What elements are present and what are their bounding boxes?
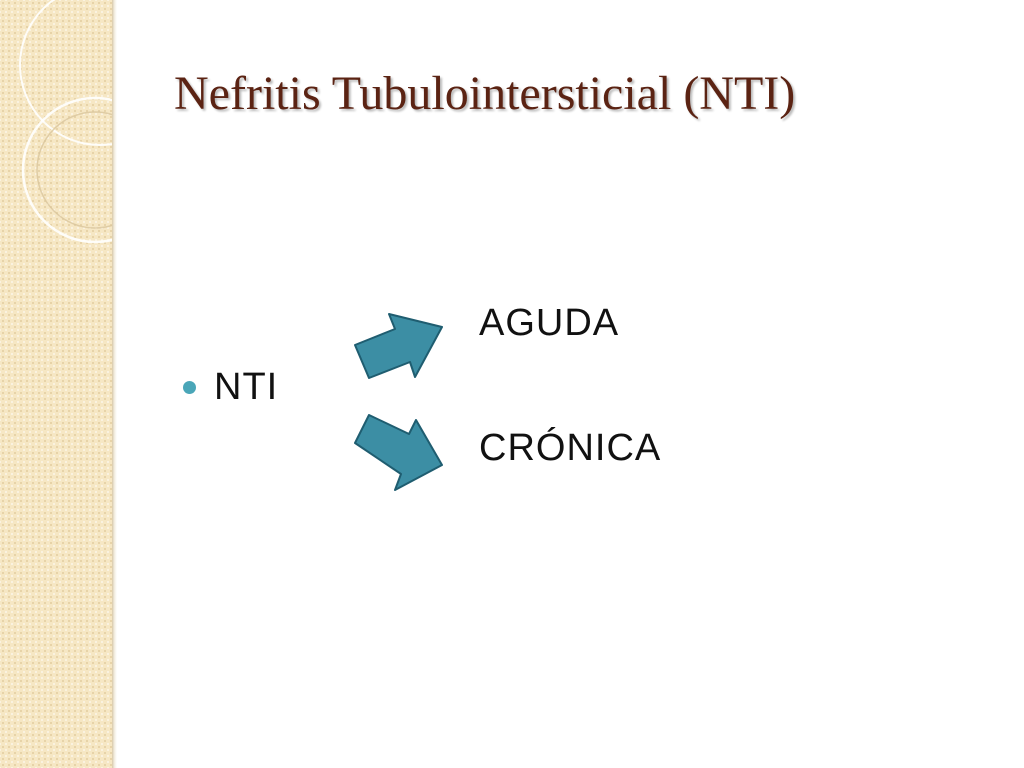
slide-title: Nefritis Tubulointersticial (NTI) — [174, 67, 796, 120]
branch-label-cronica: CRÓNICA — [479, 427, 662, 469]
arrow-down-right-icon — [354, 414, 443, 491]
decorative-side-band — [0, 0, 112, 768]
bullet-label: NTI — [214, 366, 279, 408]
bullet-dot-icon — [183, 381, 196, 394]
decorative-rings — [19, 0, 112, 244]
arrow-up-right-icon — [354, 313, 443, 379]
band-edge-shadow — [112, 0, 117, 768]
bullet-item: NTI — [183, 366, 278, 409]
branch-label-aguda: AGUDA — [479, 302, 620, 344]
